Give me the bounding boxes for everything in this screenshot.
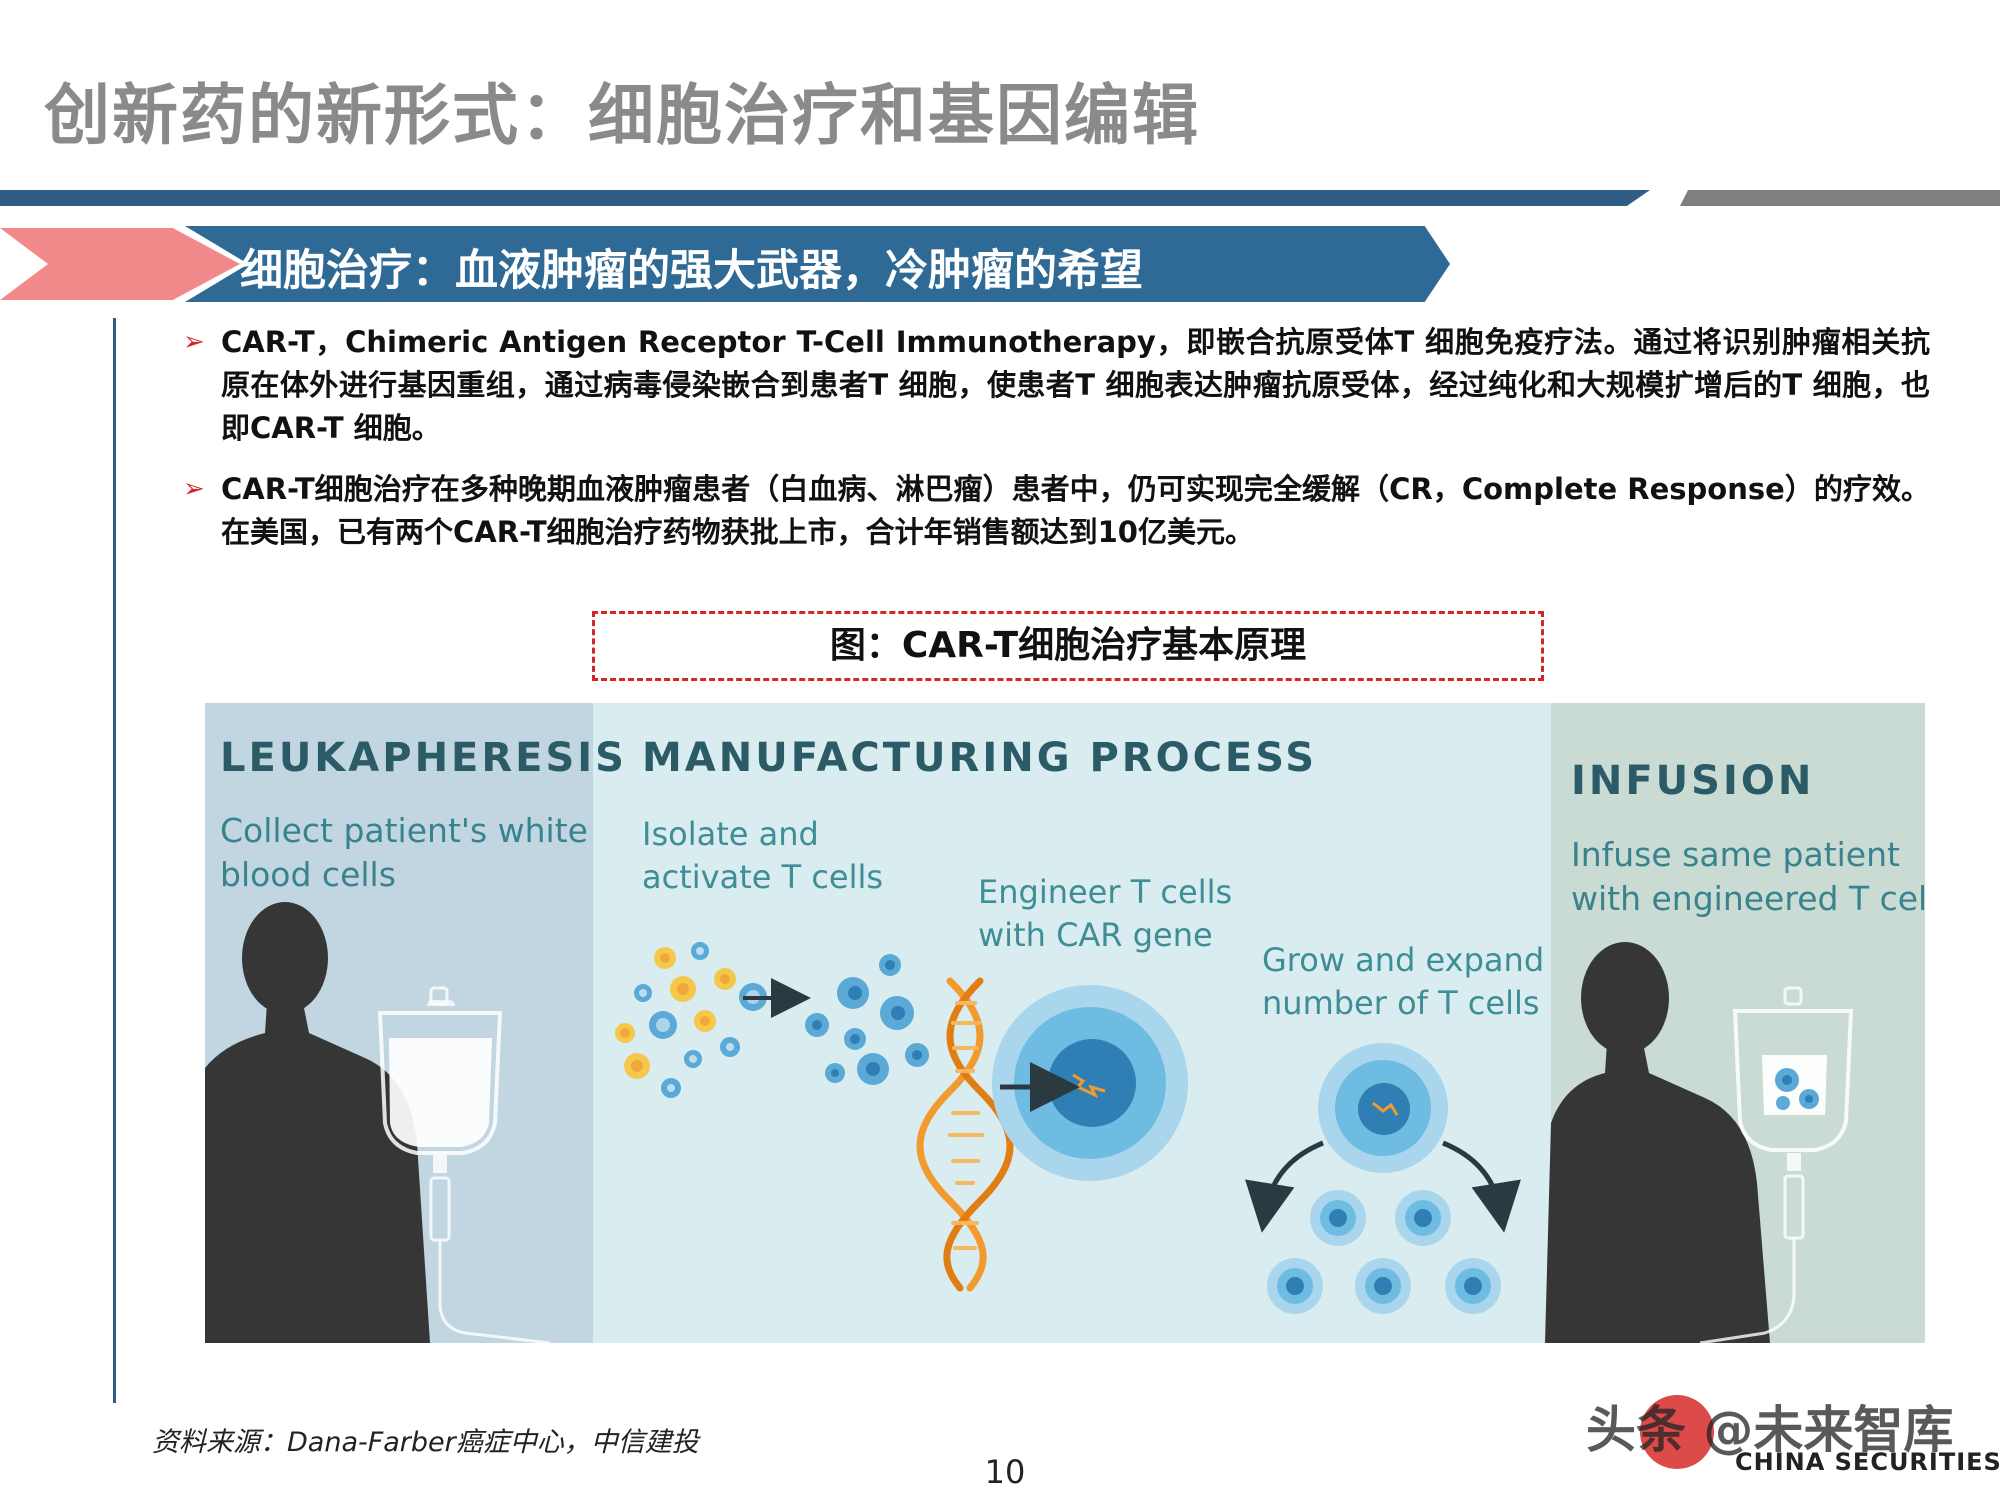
t-cell-icon — [1267, 1190, 1501, 1314]
left-vertical-rule — [113, 318, 116, 1403]
infusion-heading: INFUSION — [1571, 758, 1815, 804]
step-isolate-line2: activate T cells — [642, 858, 884, 896]
curved-arrow-icon — [1245, 1140, 1521, 1233]
person-silhouette-icon — [205, 902, 430, 1343]
t-cell-icon — [615, 942, 767, 1098]
engineered-cell-icon — [1318, 1043, 1448, 1173]
watermark: 头条 @未来智库 — [1586, 1401, 1954, 1459]
leukapheresis-heading: LEUKAPHERESIS — [220, 735, 627, 781]
figure-caption: 图：CAR-T细胞治疗基本原理 — [829, 625, 1307, 666]
figure-caption-box — [592, 611, 1544, 681]
company-logo-text: CHINA SECURITIES — [1735, 1448, 2000, 1476]
section-banner — [185, 226, 1450, 302]
infusion-desc-line2: with engineered T cells — [1571, 879, 1925, 918]
car-t-infographic: LEUKAPHERESIS Collect patient's white bl… — [205, 703, 1925, 1343]
watermark-seal-icon — [1640, 1395, 1714, 1469]
header-rule-blue — [0, 190, 1650, 206]
infusion-desc-line1: Infuse same patient — [1571, 835, 1900, 874]
dna-helix-icon — [916, 977, 1014, 1292]
step-engineer-line1: Engineer T cells — [978, 873, 1233, 911]
leukapheresis-desc-line2: blood cells — [220, 855, 396, 894]
page-title: 创新药的新形式：细胞治疗和基因编辑 — [44, 77, 1200, 154]
banner-pink-chevron — [0, 228, 240, 300]
step-grow-line1: Grow and expand — [1262, 941, 1545, 979]
step-isolate-line1: Isolate and — [642, 815, 819, 853]
engineered-cell-icon — [992, 985, 1188, 1181]
leukapheresis-desc-line1: Collect patient's white — [220, 811, 588, 850]
section-banner-title: 细胞治疗：血液肿瘤的强大武器，冷肿瘤的希望 — [240, 246, 1143, 296]
t-cell-icon — [805, 954, 929, 1085]
manufacturing-heading: MANUFACTURING PROCESS — [642, 735, 1318, 781]
step-engineer-line2: with CAR gene — [978, 916, 1213, 954]
infographic-illustrations — [205, 902, 1854, 1343]
source-note: 资料来源：Dana-Farber癌症中心，中信建投 — [152, 1427, 699, 1458]
person-silhouette-icon — [1545, 942, 1770, 1343]
page-number: 10 — [984, 1453, 1026, 1491]
bullet-item: ➢ CAR-T细胞治疗在多种晚期血液肿瘤患者（白血病、淋巴瘤）患者中，仍可实现完… — [183, 468, 1930, 554]
header-rule-gray — [1680, 190, 2000, 206]
bullet-arrow-icon: ➢ — [183, 474, 205, 504]
bullet-text: CAR-T细胞治疗在多种晚期血液肿瘤患者（白血病、淋巴瘤）患者中，仍可实现完全缓… — [221, 472, 1930, 549]
bullet-text: CAR-T，Chimeric Antigen Receptor T-Cell I… — [221, 325, 1930, 445]
step-grow-line2: number of T cells — [1262, 984, 1540, 1022]
iv-bag-icon — [1699, 986, 1854, 1343]
bullet-item: ➢ CAR-T，Chimeric Antigen Receptor T-Cell… — [183, 321, 1930, 450]
bullet-arrow-icon: ➢ — [183, 327, 205, 357]
iv-bag-icon — [377, 986, 551, 1343]
